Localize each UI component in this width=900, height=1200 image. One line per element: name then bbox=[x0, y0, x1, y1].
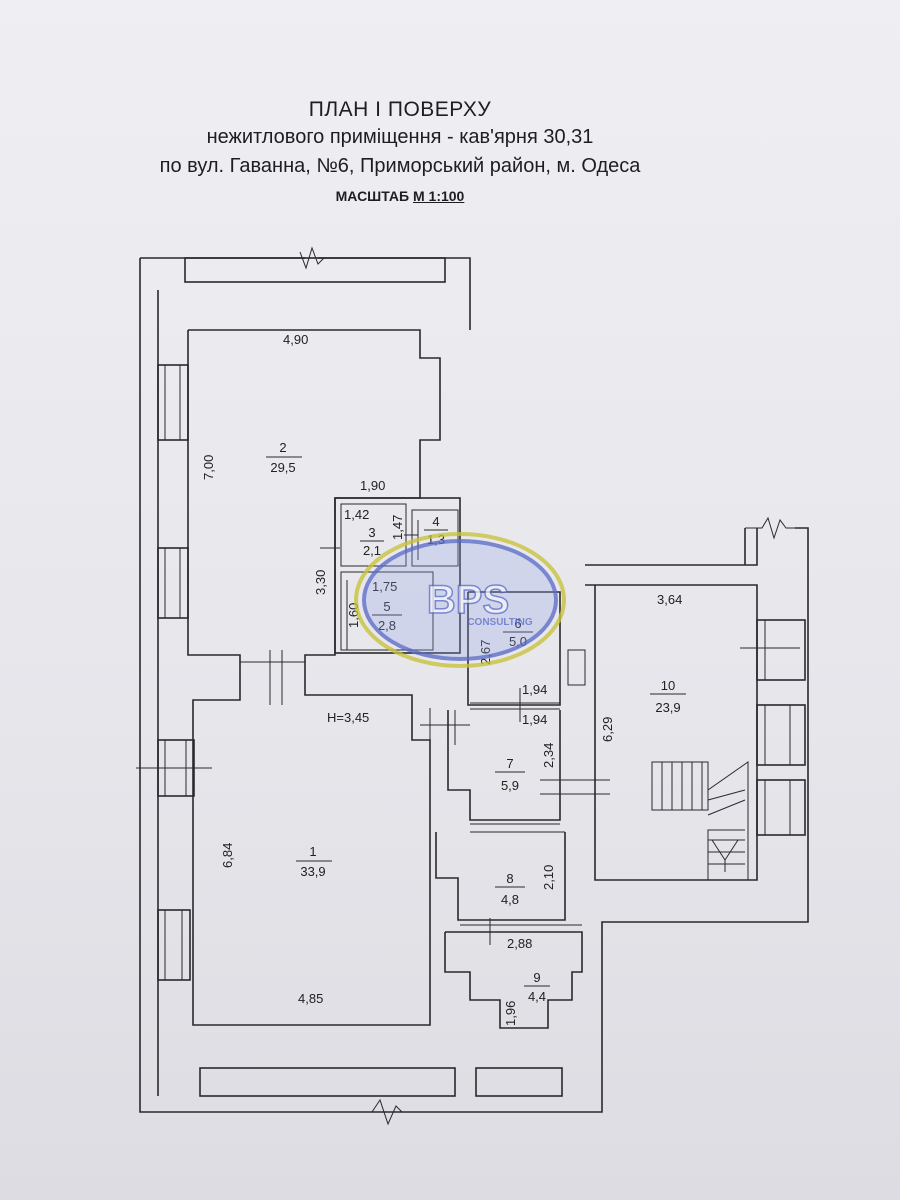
room-area: 4,4 bbox=[528, 989, 546, 1004]
room-number: 5 bbox=[383, 599, 390, 614]
plan-address: по вул. Гаванна, №6, Приморський район, … bbox=[159, 155, 641, 177]
room-number: 1 bbox=[309, 844, 316, 859]
room-label-7: 7 5,9 bbox=[495, 756, 525, 793]
room-number: 4 bbox=[432, 514, 439, 529]
watermark-inner-ring bbox=[362, 539, 558, 661]
room-number: 7 bbox=[506, 756, 513, 771]
room-label-9: 9 4,4 bbox=[524, 970, 550, 1004]
scale-label: МАСШТАБ bbox=[335, 188, 410, 204]
bps-consulting-watermark: BPS CONSULTING bbox=[354, 532, 566, 668]
dim-room1-length: 6,84 bbox=[220, 843, 235, 868]
room-number: 9 bbox=[533, 970, 540, 985]
dim-room10-width: 3,64 bbox=[657, 592, 682, 607]
watermark-tagline: CONSULTING bbox=[467, 617, 533, 628]
room-area: 2,1 bbox=[363, 543, 381, 558]
dim-room7-length: 2,34 bbox=[541, 743, 556, 768]
room-label-5: 5 2,8 bbox=[372, 599, 402, 633]
room-area: 5,9 bbox=[501, 778, 519, 793]
room-number: 10 bbox=[661, 678, 675, 693]
outer-walls bbox=[139, 246, 809, 1126]
dim-room3-width: 1,42 bbox=[344, 507, 369, 522]
room-2-walls bbox=[187, 329, 441, 1026]
room-area: 29,5 bbox=[270, 460, 295, 475]
dim-room6-width-bottom: 1,94 bbox=[522, 712, 547, 727]
dim-room5-width: 1,75 bbox=[372, 579, 397, 594]
room-label-10: 10 23,9 bbox=[650, 678, 686, 715]
room-area: 2,8 bbox=[378, 618, 396, 633]
watermark-outer-ring bbox=[354, 532, 566, 668]
dim-corridor-width: 1,90 bbox=[360, 478, 385, 493]
dim-wc-block-length: 3,30 bbox=[313, 570, 328, 595]
plan-subtitle: нежитлового приміщення - кав'ярня 30,31 bbox=[206, 126, 594, 148]
dim-room2-length: 7,00 bbox=[201, 455, 216, 480]
room-label-8: 8 4,8 bbox=[495, 871, 525, 907]
room-label-2: 2 29,5 bbox=[266, 440, 302, 475]
room-number: 6 bbox=[514, 616, 521, 631]
room-label-1: 1 33,9 bbox=[296, 844, 332, 879]
dim-room1-width: 4,85 bbox=[298, 991, 323, 1006]
room-label-3: 3 2,1 bbox=[360, 525, 384, 558]
scale-value: М 1:100 bbox=[412, 188, 465, 204]
room-number: 8 bbox=[506, 871, 513, 886]
plan-scale: МАСШТАБ М 1:100 bbox=[0, 188, 800, 204]
ceiling-height: H=3,45 bbox=[327, 710, 369, 725]
dim-room10-length: 6,29 bbox=[600, 717, 615, 742]
dimension-labels: 4,90 7,00 1,90 1,42 1,47 3,30 1,75 1,60 … bbox=[201, 332, 682, 1026]
dim-room3-length: 1,47 bbox=[390, 515, 405, 540]
room-10-walls bbox=[567, 584, 806, 881]
room-area: 23,9 bbox=[655, 700, 680, 715]
dim-room2-width: 4,90 bbox=[283, 332, 308, 347]
room-area: 4,8 bbox=[501, 892, 519, 907]
plan-title: ПЛАН І ПОВЕРХУ bbox=[308, 98, 492, 121]
dim-room9-length: 1,96 bbox=[503, 1001, 518, 1026]
watermark-brand: BPS bbox=[427, 578, 509, 622]
dim-room8-length: 2,10 bbox=[541, 865, 556, 890]
room-area: 33,9 bbox=[300, 864, 325, 879]
room-number: 3 bbox=[368, 525, 375, 540]
room-number: 2 bbox=[279, 440, 286, 455]
dim-room9-width: 2,88 bbox=[507, 936, 532, 951]
dim-room6-width-top: 1,94 bbox=[522, 682, 547, 697]
staircase bbox=[651, 761, 749, 881]
